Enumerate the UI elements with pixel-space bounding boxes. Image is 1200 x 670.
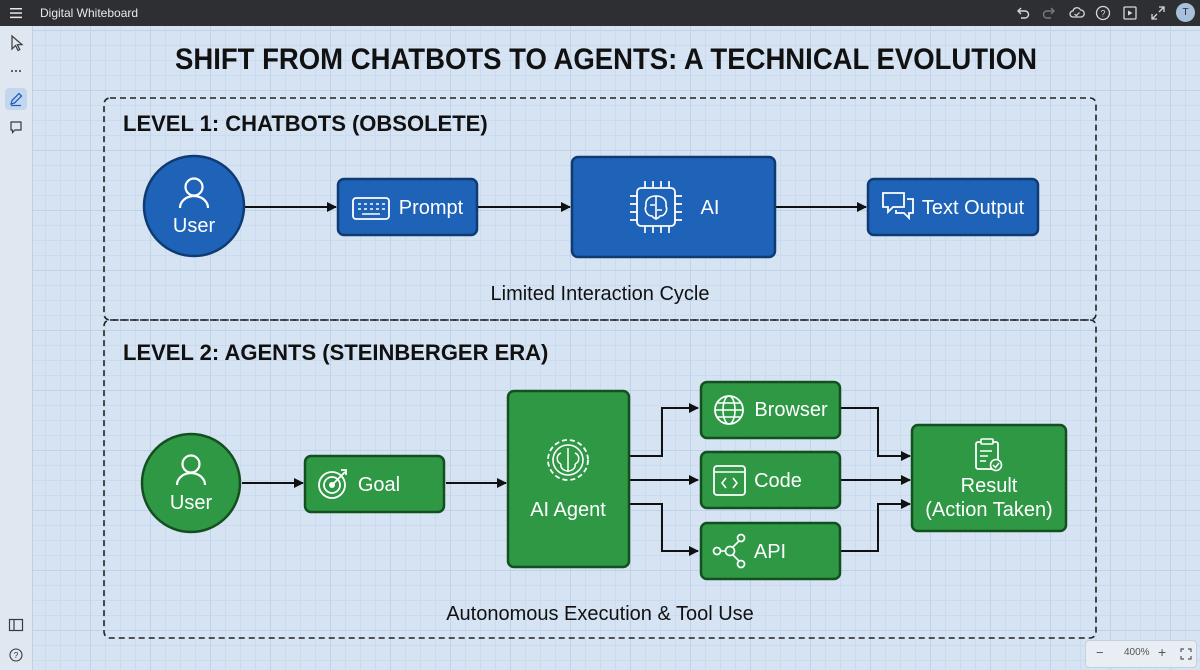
- level2-user-label: User: [170, 492, 213, 514]
- svg-text:?: ?: [14, 650, 19, 660]
- chat-bubbles-icon: [882, 192, 914, 221]
- result-node[interactable]: Result (Action Taken): [910, 423, 1068, 533]
- select-cursor-icon[interactable]: [5, 32, 27, 54]
- browser-label: Browser: [754, 399, 828, 421]
- arrow-agent-to-browser: [629, 403, 699, 457]
- result-label-line2: (Action Taken): [925, 499, 1052, 521]
- code-window-icon: [713, 465, 746, 496]
- ai-node[interactable]: AI: [570, 155, 777, 259]
- code-node[interactable]: Code: [699, 450, 842, 510]
- hamburger-menu-icon[interactable]: [8, 5, 24, 21]
- arrow-agent-to-api: [629, 503, 699, 556]
- comment-icon[interactable]: [5, 116, 27, 138]
- network-nodes-icon: [712, 533, 746, 569]
- person-icon: [175, 454, 207, 486]
- api-label: API: [754, 541, 786, 563]
- fit-to-screen-icon[interactable]: [1180, 648, 1192, 660]
- user-avatar[interactable]: T: [1176, 3, 1195, 22]
- ai-chip-brain-icon: [630, 181, 682, 233]
- cloud-sync-icon[interactable]: [1068, 4, 1086, 22]
- goal-label: Goal: [358, 474, 400, 496]
- target-icon: [318, 469, 347, 499]
- level1-user-label: User: [173, 215, 216, 237]
- help-icon[interactable]: ?: [1094, 4, 1112, 22]
- zoom-control: − 400% +: [1085, 640, 1197, 668]
- level2-caption: Autonomous Execution & Tool Use: [446, 603, 754, 625]
- browser-node[interactable]: Browser: [699, 380, 842, 440]
- app-title: Digital Whiteboard: [40, 6, 139, 20]
- goal-node[interactable]: Goal: [303, 454, 446, 514]
- text-output-label: Text Output: [922, 197, 1025, 219]
- zoom-level[interactable]: 400%: [1124, 647, 1150, 658]
- help-circle-icon[interactable]: ?: [5, 644, 27, 666]
- sidebar-toggle-icon[interactable]: [5, 614, 27, 636]
- person-icon: [178, 177, 210, 209]
- level2-user-node[interactable]: User: [140, 432, 242, 534]
- level1-heading: LEVEL 1: CHATBOTS (OBSOLETE): [123, 111, 488, 136]
- clipboard-check-icon: [975, 438, 1003, 472]
- arrow-browser-to-result: [840, 407, 911, 461]
- ai-label: AI: [701, 197, 720, 219]
- result-label-line1: Result: [961, 475, 1018, 497]
- app-titlebar: Digital Whiteboard ? T: [0, 0, 1200, 26]
- level1-caption: Limited Interaction Cycle: [491, 283, 710, 305]
- prompt-label: Prompt: [399, 197, 464, 219]
- api-node[interactable]: API: [699, 521, 842, 581]
- present-icon[interactable]: [1121, 4, 1139, 22]
- level2-heading: LEVEL 2: AGENTS (STEINBERGER ERA): [123, 340, 548, 365]
- left-toolbar: ?: [0, 26, 33, 670]
- ai-agent-node[interactable]: AI Agent: [506, 389, 631, 569]
- svg-text:?: ?: [1100, 8, 1105, 18]
- keyboard-icon: [352, 197, 390, 220]
- pen-tool-icon[interactable]: [5, 88, 27, 110]
- level1-user-node[interactable]: User: [142, 154, 246, 258]
- fullscreen-icon[interactable]: [1149, 4, 1167, 22]
- level2-frame: [103, 319, 1097, 639]
- zoom-out-button[interactable]: −: [1096, 645, 1104, 660]
- more-tools-icon[interactable]: [5, 60, 27, 82]
- arrow-api-to-result: [840, 499, 911, 552]
- zoom-in-button[interactable]: +: [1158, 644, 1167, 660]
- prompt-node[interactable]: Prompt: [336, 177, 479, 237]
- level1-frame: [103, 97, 1097, 321]
- brain-gear-icon: [547, 439, 589, 481]
- code-label: Code: [754, 470, 802, 492]
- diagram-title: SHIFT FROM CHATBOTS TO AGENTS: A TECHNIC…: [175, 43, 1037, 76]
- globe-icon: [714, 395, 744, 425]
- ai-agent-label: AI Agent: [530, 499, 606, 521]
- text-output-node[interactable]: Text Output: [866, 177, 1040, 237]
- redo-icon[interactable]: [1040, 4, 1058, 22]
- undo-icon[interactable]: [1014, 4, 1032, 22]
